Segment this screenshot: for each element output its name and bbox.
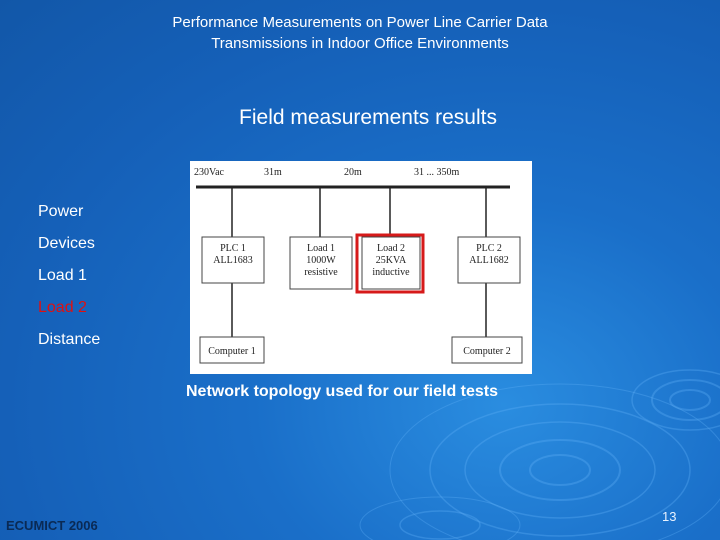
computer2-label: Computer 2 <box>463 346 511 357</box>
header-title-line-1: Performance Measurements on Power Line C… <box>172 14 548 31</box>
diagram-svg: 230Vac 31m 20m 31 ... 350m PLC 1 <box>194 167 523 364</box>
load2-line3: inductive <box>372 267 410 278</box>
load1-line3: resistive <box>304 267 338 278</box>
header-title: Performance Measurements on Power Line C… <box>0 12 720 54</box>
plc2-line2: ALL1682 <box>469 255 508 266</box>
bus-label-range: 31 ... 350m <box>414 167 460 178</box>
legend-item-devices: Devices <box>38 235 95 252</box>
computer-box-1 <box>199 336 265 364</box>
plc2-line1: PLC 2 <box>476 243 502 254</box>
load2-line1: Load 2 <box>377 243 405 254</box>
page-number: 13 <box>662 509 677 524</box>
load1-line1: Load 1 <box>307 243 335 254</box>
legend-item-load1: Load 1 <box>38 267 87 284</box>
network-topology-diagram: 230Vac 31m 20m 31 ... 350m PLC 1 <box>190 161 532 374</box>
node-box-plc1 <box>201 236 265 284</box>
bus-label-20m: 20m <box>344 167 362 178</box>
load2-highlight-frame <box>355 233 425 294</box>
diagram-legend: Power Devices Load 1 Load 2 Distance <box>38 196 100 356</box>
computer-box-2 <box>451 336 523 364</box>
node-box-load2 <box>361 236 421 290</box>
node-box-load1 <box>289 236 353 290</box>
bus-label-31m: 31m <box>264 167 282 178</box>
footer-conference-label: ECUMICT 2006 <box>6 518 98 533</box>
computer1-label: Computer 1 <box>208 346 256 357</box>
legend-item-load2: Load 2 <box>38 299 87 316</box>
legend-item-power: Power <box>38 203 84 220</box>
legend-item-distance: Distance <box>38 331 101 348</box>
diagram-caption: Network topology used for our field test… <box>186 383 499 400</box>
section-title: Field measurements results <box>239 106 497 129</box>
load1-line2: 1000W <box>306 255 336 266</box>
header-title-line-2: Transmissions in Indoor Office Environme… <box>211 35 509 52</box>
plc1-line2: ALL1683 <box>213 255 252 266</box>
node-box-plc2 <box>457 236 521 284</box>
plc1-line1: PLC 1 <box>220 243 246 254</box>
load2-line2: 25KVA <box>376 255 407 266</box>
bus-label-voltage: 230Vac <box>194 167 225 178</box>
